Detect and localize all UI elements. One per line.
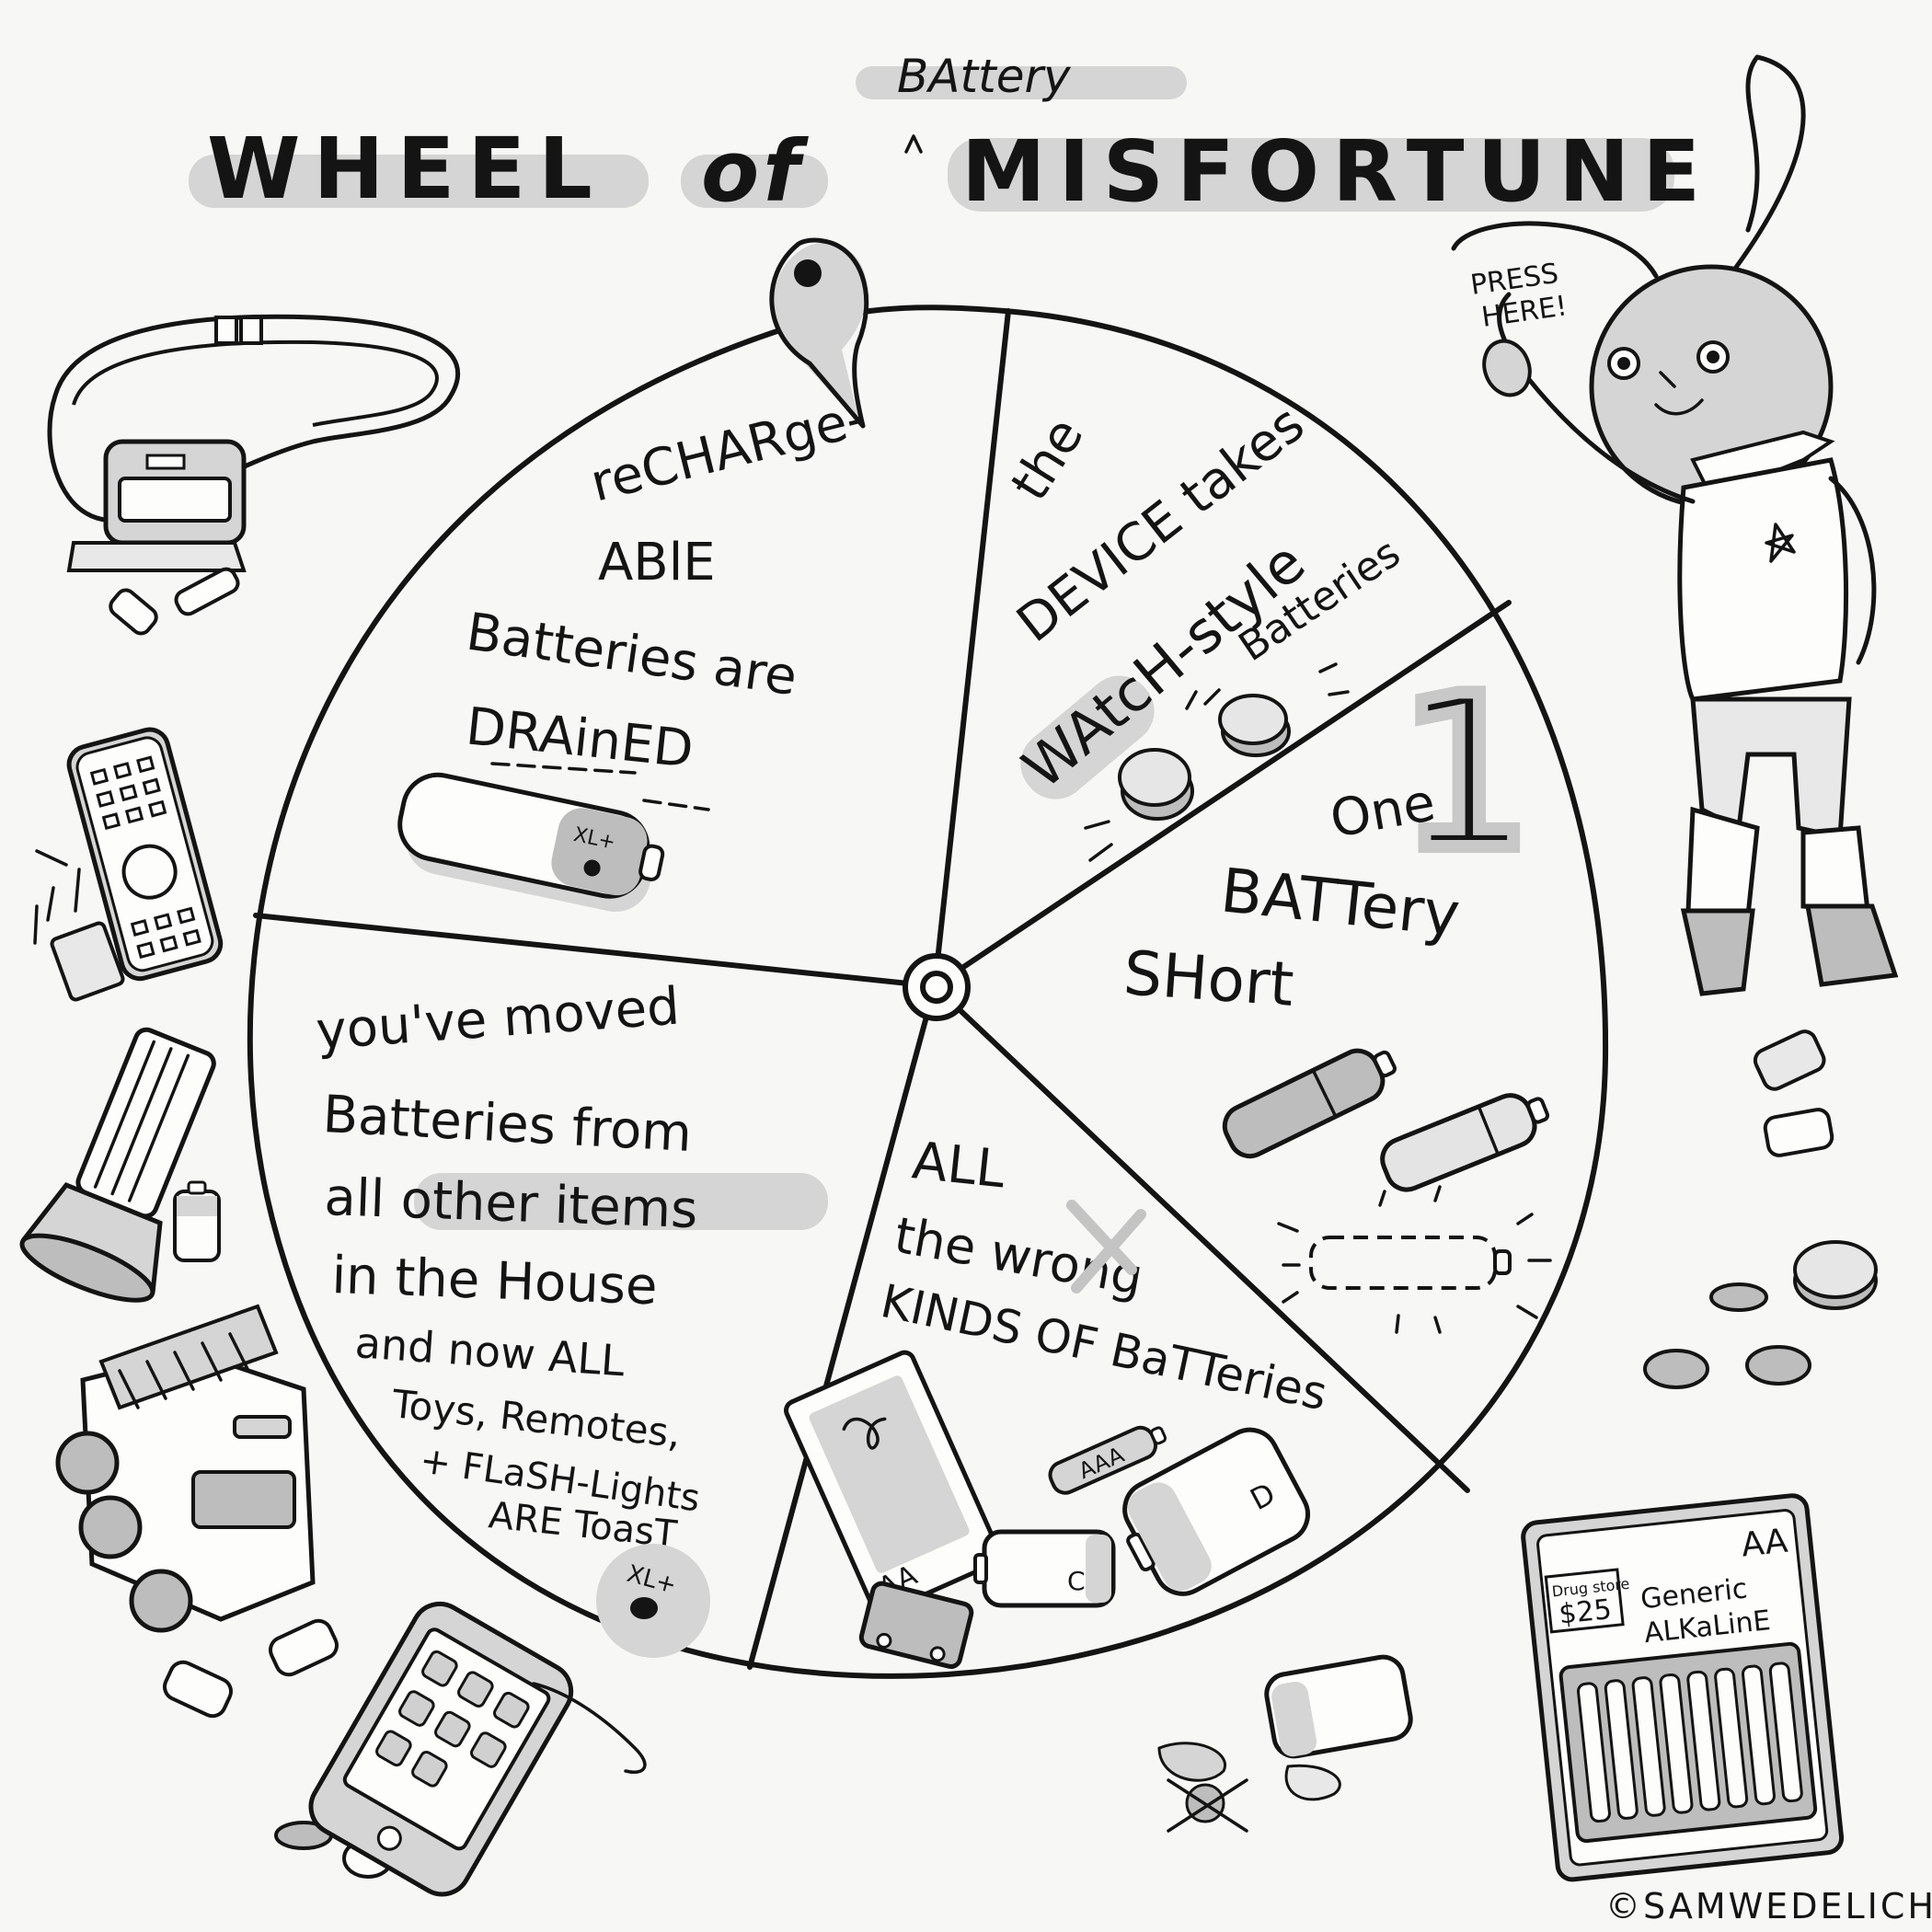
wedge-1-line-2: ABlE <box>598 533 716 592</box>
flashlight-icon <box>19 1027 216 1303</box>
missing-battery-outline <box>1277 1185 1552 1334</box>
phone-strap <box>532 1682 647 1774</box>
wedge-wrong-kinds: ALL the wrong KINDS OF BaTTeries AA AAA … <box>784 1131 1332 1670</box>
bunny-ear-right <box>1727 54 1806 279</box>
small-screws-icon <box>33 849 125 1002</box>
remote-control-icon <box>66 727 224 982</box>
title: WHEEL of BAttery MISFORTUNE <box>189 50 1713 221</box>
wedge-3-line-3: SHort <box>1121 937 1296 1020</box>
divider-5 <box>253 913 937 989</box>
wedge-5-line-2: Batteries from <box>321 1085 693 1164</box>
svg-text:C: C <box>1067 1566 1086 1596</box>
bunny-arm <box>1497 292 1696 504</box>
divider-3 <box>932 983 1470 1493</box>
drained-battery-icon: XL+ <box>397 772 665 913</box>
phone-icon <box>308 1601 574 1897</box>
divider-2 <box>932 600 1512 989</box>
cowboy-boot-left <box>1680 908 1755 996</box>
headlamp-icon <box>47 314 461 636</box>
wedge-5-line-1: you've moved <box>314 977 681 1062</box>
toy-fire-truck-icon <box>55 1304 316 1633</box>
big-numeral-1: 1 <box>1398 651 1533 897</box>
battery-card-icon: Drug store $25 AA Generic ALKaLinE <box>1521 1493 1845 1882</box>
wedge-moved-batteries: you've moved Batteries from all other it… <box>314 977 828 1658</box>
svg-text:$25: $25 <box>1558 1593 1614 1631</box>
loose-battery-icon <box>173 1180 221 1262</box>
artist-credit: ©SAMWEDELICH <box>1605 1886 1932 1926</box>
title-misfortune: MISFORTUNE <box>961 122 1713 221</box>
wheel-rim <box>247 305 1609 1679</box>
cross-mark <box>1066 1200 1146 1294</box>
divider-4 <box>747 983 937 1670</box>
wedge-1-line-3: Batteries are <box>463 602 800 707</box>
coin-cell-icon <box>1084 662 1350 862</box>
wheel <box>247 305 1609 1679</box>
cowboy-boot-right <box>1805 903 1899 987</box>
wedge-1-line-4: DRAinED <box>464 696 696 780</box>
d-cell-battery-icon: D <box>1122 1427 1310 1596</box>
wedge-one-battery-short: 1 One BATTery SHort <box>1121 645 1552 1334</box>
bunny-vest <box>1677 457 1849 702</box>
wheel-hub-center <box>920 971 953 1004</box>
aa-pack-icon: AA <box>784 1350 1003 1616</box>
title-wheel: WHEEL <box>207 120 605 218</box>
wedge-4-line-1: ALL <box>910 1131 1008 1200</box>
nine-volt-battery-icon <box>858 1581 974 1670</box>
wedge-5-line-4: in the House <box>331 1246 659 1317</box>
title-insert-battery: BAttery <box>897 50 1072 103</box>
wedge-2-line-1: the <box>1000 408 1096 511</box>
wedge-rechargeable: reCHARge- ABlE Batteries are DRAinED XL+ <box>397 388 872 913</box>
wedge-5-line-5: and now ALL <box>353 1317 627 1386</box>
bunny-character: PRESS HERE! <box>1451 54 1899 996</box>
bunny-ear-left <box>1451 221 1659 279</box>
caret-mark <box>904 134 923 154</box>
c-cell-battery-icon: C <box>973 1529 1116 1608</box>
wedge-5-line-3: all other items <box>324 1167 699 1240</box>
dead-battery-end-icon: XL+ <box>596 1544 710 1658</box>
wheel-hub <box>903 953 971 1021</box>
battery-pair-icon <box>1222 1048 1549 1192</box>
svg-text:AA: AA <box>1740 1523 1790 1565</box>
divider-1 <box>932 308 1011 989</box>
leaking-battery-icon <box>1157 1654 1413 1833</box>
scattered-batteries-right-icon <box>1643 1029 1878 1389</box>
bunny-paw <box>1482 339 1532 397</box>
wedge-1-line-1: reCHARge- <box>585 388 872 514</box>
title-of: of <box>701 122 809 221</box>
sheriff-star-icon <box>1765 523 1796 563</box>
scattered-batteries-left-icon <box>163 1618 394 1879</box>
wheel-pointer <box>769 237 869 429</box>
